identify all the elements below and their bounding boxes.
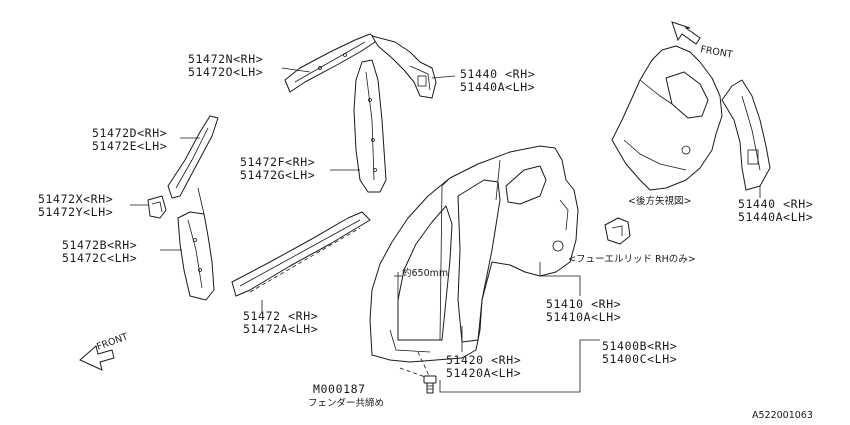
side-body-panel-part <box>369 145 579 363</box>
label-51472o: 51472O<LH> <box>188 65 263 79</box>
label-m000187: M000187 <box>313 382 366 396</box>
label-51400c: 51400C<LH> <box>602 352 677 366</box>
front-label-bottom: FRONT <box>95 331 129 353</box>
label-51472c: 51472C<LH> <box>62 251 137 265</box>
label-51400b: 51400B<RH> <box>602 339 677 353</box>
small-bracket-part <box>147 195 167 219</box>
label-51420: 51420 <RH> <box>446 353 521 367</box>
label-51410a: 51410A<LH> <box>546 310 621 324</box>
fuel-lid-part <box>604 217 631 245</box>
fuel-lid-note: <フューエルリッド RHのみ> <box>568 254 696 265</box>
fender-note: フェンダー共締め <box>308 397 384 409</box>
label-51440a-top: 51440A<LH> <box>460 80 535 94</box>
label-51472y: 51472Y<LH> <box>38 205 113 219</box>
front-arrow-top-icon <box>671 21 701 45</box>
label-51440-right: 51440 <RH> <box>738 197 813 211</box>
label-51410: 51410 <RH> <box>546 297 621 311</box>
label-51440a-right: 51440A<LH> <box>738 210 813 224</box>
rear-bracket-part <box>721 79 771 191</box>
label-51472b: 51472B<RH> <box>62 238 137 252</box>
rear-view-body-part <box>611 45 723 191</box>
label-51472g: 51472G<LH> <box>240 168 315 182</box>
front-arrow-bottom-icon <box>79 345 115 371</box>
label-51472a: 51472A<LH> <box>243 322 318 336</box>
label-51472: 51472 <RH> <box>243 309 318 323</box>
label-51472x: 51472X<RH> <box>38 192 113 206</box>
upper-bracket-part <box>371 35 437 99</box>
bolt-part <box>399 351 437 394</box>
label-51420a: 51420A<LH> <box>446 366 521 380</box>
label-51472e: 51472E<LH> <box>92 139 167 153</box>
side-sill-part <box>231 211 371 297</box>
center-pillar-part <box>353 59 387 193</box>
rear-view-caption: <後方矢視図> <box>628 195 691 207</box>
front-label-top: FRONT <box>699 44 733 61</box>
label-51472d: 51472D<RH> <box>92 126 167 140</box>
a-pillar-lower-part <box>177 187 215 301</box>
label-51440-top: 51440 <RH> <box>460 67 535 81</box>
dimension-marker <box>394 272 402 300</box>
a-pillar-upper-part <box>167 115 219 199</box>
label-51472f: 51472F<RH> <box>240 155 315 169</box>
diagram-code: A522001063 <box>752 410 813 421</box>
dimension-label: 約650mm <box>402 267 448 279</box>
label-51472n: 51472N<RH> <box>188 52 263 66</box>
